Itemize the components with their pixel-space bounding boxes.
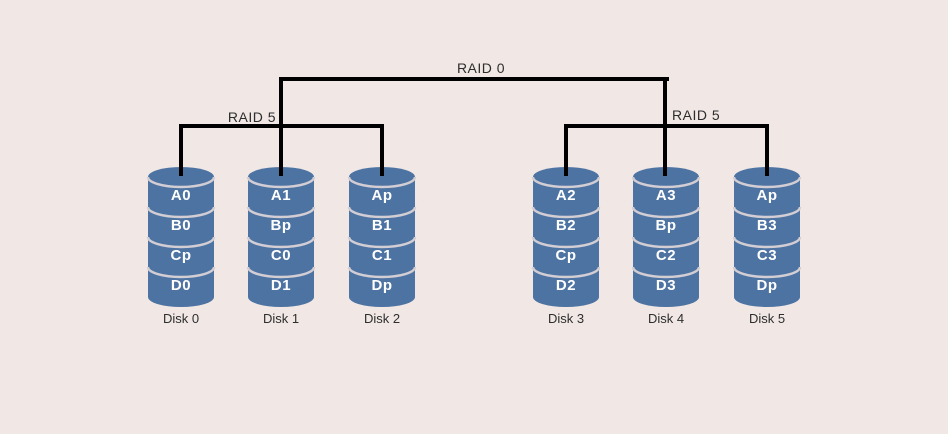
segment-label: B3	[757, 217, 777, 234]
segment-label: Bp	[271, 217, 292, 234]
segment-label: C3	[757, 247, 777, 264]
segment-label: A2	[556, 187, 576, 204]
segment-label: C1	[372, 247, 392, 264]
segment-label: D1	[271, 277, 291, 294]
segment-label: B0	[171, 217, 191, 234]
raid5-right-label: RAID 5	[672, 107, 721, 123]
segment-label: C2	[656, 247, 676, 264]
disk-cylinder-icon: A0 B0 Cp D0	[146, 167, 216, 307]
disk-name: Disk 2	[363, 311, 401, 326]
disk-name: Disk 5	[748, 311, 786, 326]
disk-1: A1 Bp C0 D1 Disk 1	[245, 165, 317, 326]
disk-5: Ap B3 C3 Dp Disk 5	[731, 165, 803, 326]
segment-label: Ap	[372, 187, 393, 204]
segment-label: C0	[271, 247, 291, 264]
disk-cylinder-icon: Ap B3 C3 Dp	[732, 167, 802, 307]
disk-cylinder-icon: A2 B2 Cp D2	[531, 167, 601, 307]
disk-cylinder-icon: Ap B1 C1 Dp	[347, 167, 417, 307]
disk-name: Disk 1	[262, 311, 300, 326]
segment-label: D3	[656, 277, 676, 294]
segment-label: Dp	[757, 277, 778, 294]
segment-label: A1	[271, 187, 291, 204]
disk-name: Disk 0	[162, 311, 200, 326]
disk-cylinder-icon: A3 Bp C2 D3	[631, 167, 701, 307]
segment-label: Cp	[171, 247, 192, 264]
raid5-left-bus-line	[179, 124, 384, 128]
disk-4: A3 Bp C2 D3 Disk 4	[630, 165, 702, 326]
segment-label: D0	[171, 277, 191, 294]
segment-label: B1	[372, 217, 392, 234]
raid5-right-drop-disk3-line	[564, 124, 568, 176]
disk-2: Ap B1 C1 Dp Disk 2	[346, 165, 418, 326]
disk-0: A0 B0 Cp D0 Disk 0	[145, 165, 217, 326]
disk-3: A2 B2 Cp D2 Disk 3	[530, 165, 602, 326]
segment-label: Ap	[757, 187, 778, 204]
raid0-bus-line	[279, 77, 669, 81]
segment-label: A3	[656, 187, 676, 204]
segment-label: Dp	[372, 277, 393, 294]
segment-label: B2	[556, 217, 576, 234]
raid5-left-drop-disk0-line	[179, 124, 183, 176]
disk-name: Disk 3	[547, 311, 585, 326]
segment-label: D2	[556, 277, 576, 294]
disk-cylinder-icon: A1 Bp C0 D1	[246, 167, 316, 307]
raid5-left-label: RAID 5	[227, 109, 276, 125]
segment-label: Cp	[556, 247, 577, 264]
raid5-right-drop-disk5-line	[765, 124, 769, 176]
raid5-right-bus-line	[564, 124, 769, 128]
segment-label: Bp	[656, 217, 677, 234]
segment-label: A0	[171, 187, 191, 204]
raid5-left-drop-disk2-line	[380, 124, 384, 176]
disk-name: Disk 4	[647, 311, 685, 326]
raid0-label: RAID 0	[456, 60, 506, 76]
